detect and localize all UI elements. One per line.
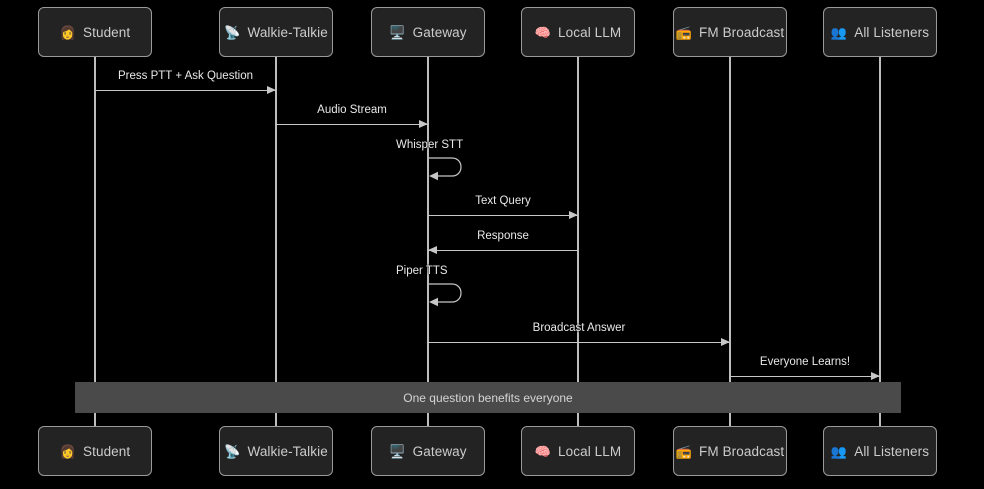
participant-box-bottom-student[interactable]: 👩 Student (38, 426, 152, 476)
participant-box-top-llm[interactable]: 🧠 Local LLM (521, 7, 635, 57)
message-line (276, 124, 428, 125)
lifeline-fm (729, 57, 731, 426)
message-label-m7: Broadcast Answer (532, 322, 626, 334)
message-label-m5: Response (477, 230, 529, 242)
message-line (428, 342, 730, 343)
self-message-m3 (428, 155, 472, 181)
message-label-m2: Audio Stream (317, 104, 387, 116)
participant-label: All Listeners (854, 443, 930, 459)
desktop-computer-icon: 🖥️ (389, 443, 406, 459)
message-label-m8: Everyone Learns! (759, 356, 851, 368)
participant-label: Walkie-Talkie (247, 443, 328, 459)
self-message-m6 (428, 281, 472, 307)
message-label-m4: Text Query (475, 195, 531, 207)
arrowhead-right-icon (721, 338, 730, 346)
participant-box-top-gateway[interactable]: 🖥️ Gateway (371, 7, 485, 57)
participant-box-top-walkie[interactable]: 📡 Walkie-Talkie (219, 7, 333, 57)
arrowhead-right-icon (267, 86, 276, 94)
satellite-icon: 📡 (224, 443, 241, 459)
lifeline-gateway (427, 57, 429, 426)
lifeline-walkie (275, 57, 277, 426)
participant-box-bottom-llm[interactable]: 🧠 Local LLM (521, 426, 635, 476)
participant-box-bottom-walkie[interactable]: 📡 Walkie-Talkie (219, 426, 333, 476)
participant-label: All Listeners (854, 24, 930, 40)
message-line (428, 215, 578, 216)
desktop-computer-icon: 🖥️ (389, 24, 406, 40)
participant-box-top-listeners[interactable]: 👥 All Listeners (823, 7, 937, 57)
message-label-m1: Press PTT + Ask Question (118, 70, 253, 82)
people-icon: 👥 (830, 443, 848, 459)
participant-label: Gateway (412, 443, 467, 459)
participant-label: FM Broadcast (699, 443, 785, 459)
message-line (95, 90, 276, 91)
participant-box-top-student[interactable]: 👩 Student (38, 7, 152, 57)
person-icon: 👩 (59, 24, 77, 40)
participant-label: Student (83, 24, 131, 40)
radio-icon: 📻 (675, 24, 693, 40)
participant-box-bottom-listeners[interactable]: 👥 All Listeners (823, 426, 937, 476)
participant-label: Student (83, 443, 131, 459)
participant-label: Gateway (412, 24, 467, 40)
arrowhead-left-icon (428, 246, 437, 254)
message-label-m3: Whisper STT (396, 139, 464, 151)
lifeline-listeners (879, 57, 881, 426)
lifeline-llm (577, 57, 579, 426)
participant-box-top-fm[interactable]: 📻 FM Broadcast (673, 7, 787, 57)
person-icon: 👩 (59, 443, 77, 459)
participant-label: Local LLM (558, 443, 622, 459)
lifeline-student (94, 57, 96, 426)
note-text: One question benefits everyone (403, 390, 573, 405)
brain-icon: 🧠 (534, 443, 552, 459)
participant-label: FM Broadcast (699, 24, 785, 40)
participant-label: Walkie-Talkie (247, 24, 328, 40)
satellite-icon: 📡 (224, 24, 241, 40)
participant-box-bottom-fm[interactable]: 📻 FM Broadcast (673, 426, 787, 476)
arrowhead-right-icon (419, 120, 428, 128)
message-line (428, 250, 578, 251)
participant-box-bottom-gateway[interactable]: 🖥️ Gateway (371, 426, 485, 476)
arrowhead-right-icon (569, 211, 578, 219)
message-label-m6: Piper TTS (396, 265, 448, 277)
note-bar: One question benefits everyone (75, 382, 901, 413)
arrowhead-right-icon (871, 372, 880, 380)
people-icon: 👥 (830, 24, 848, 40)
radio-icon: 📻 (675, 443, 693, 459)
participant-label: Local LLM (558, 24, 622, 40)
message-line (730, 376, 880, 377)
brain-icon: 🧠 (534, 24, 552, 40)
